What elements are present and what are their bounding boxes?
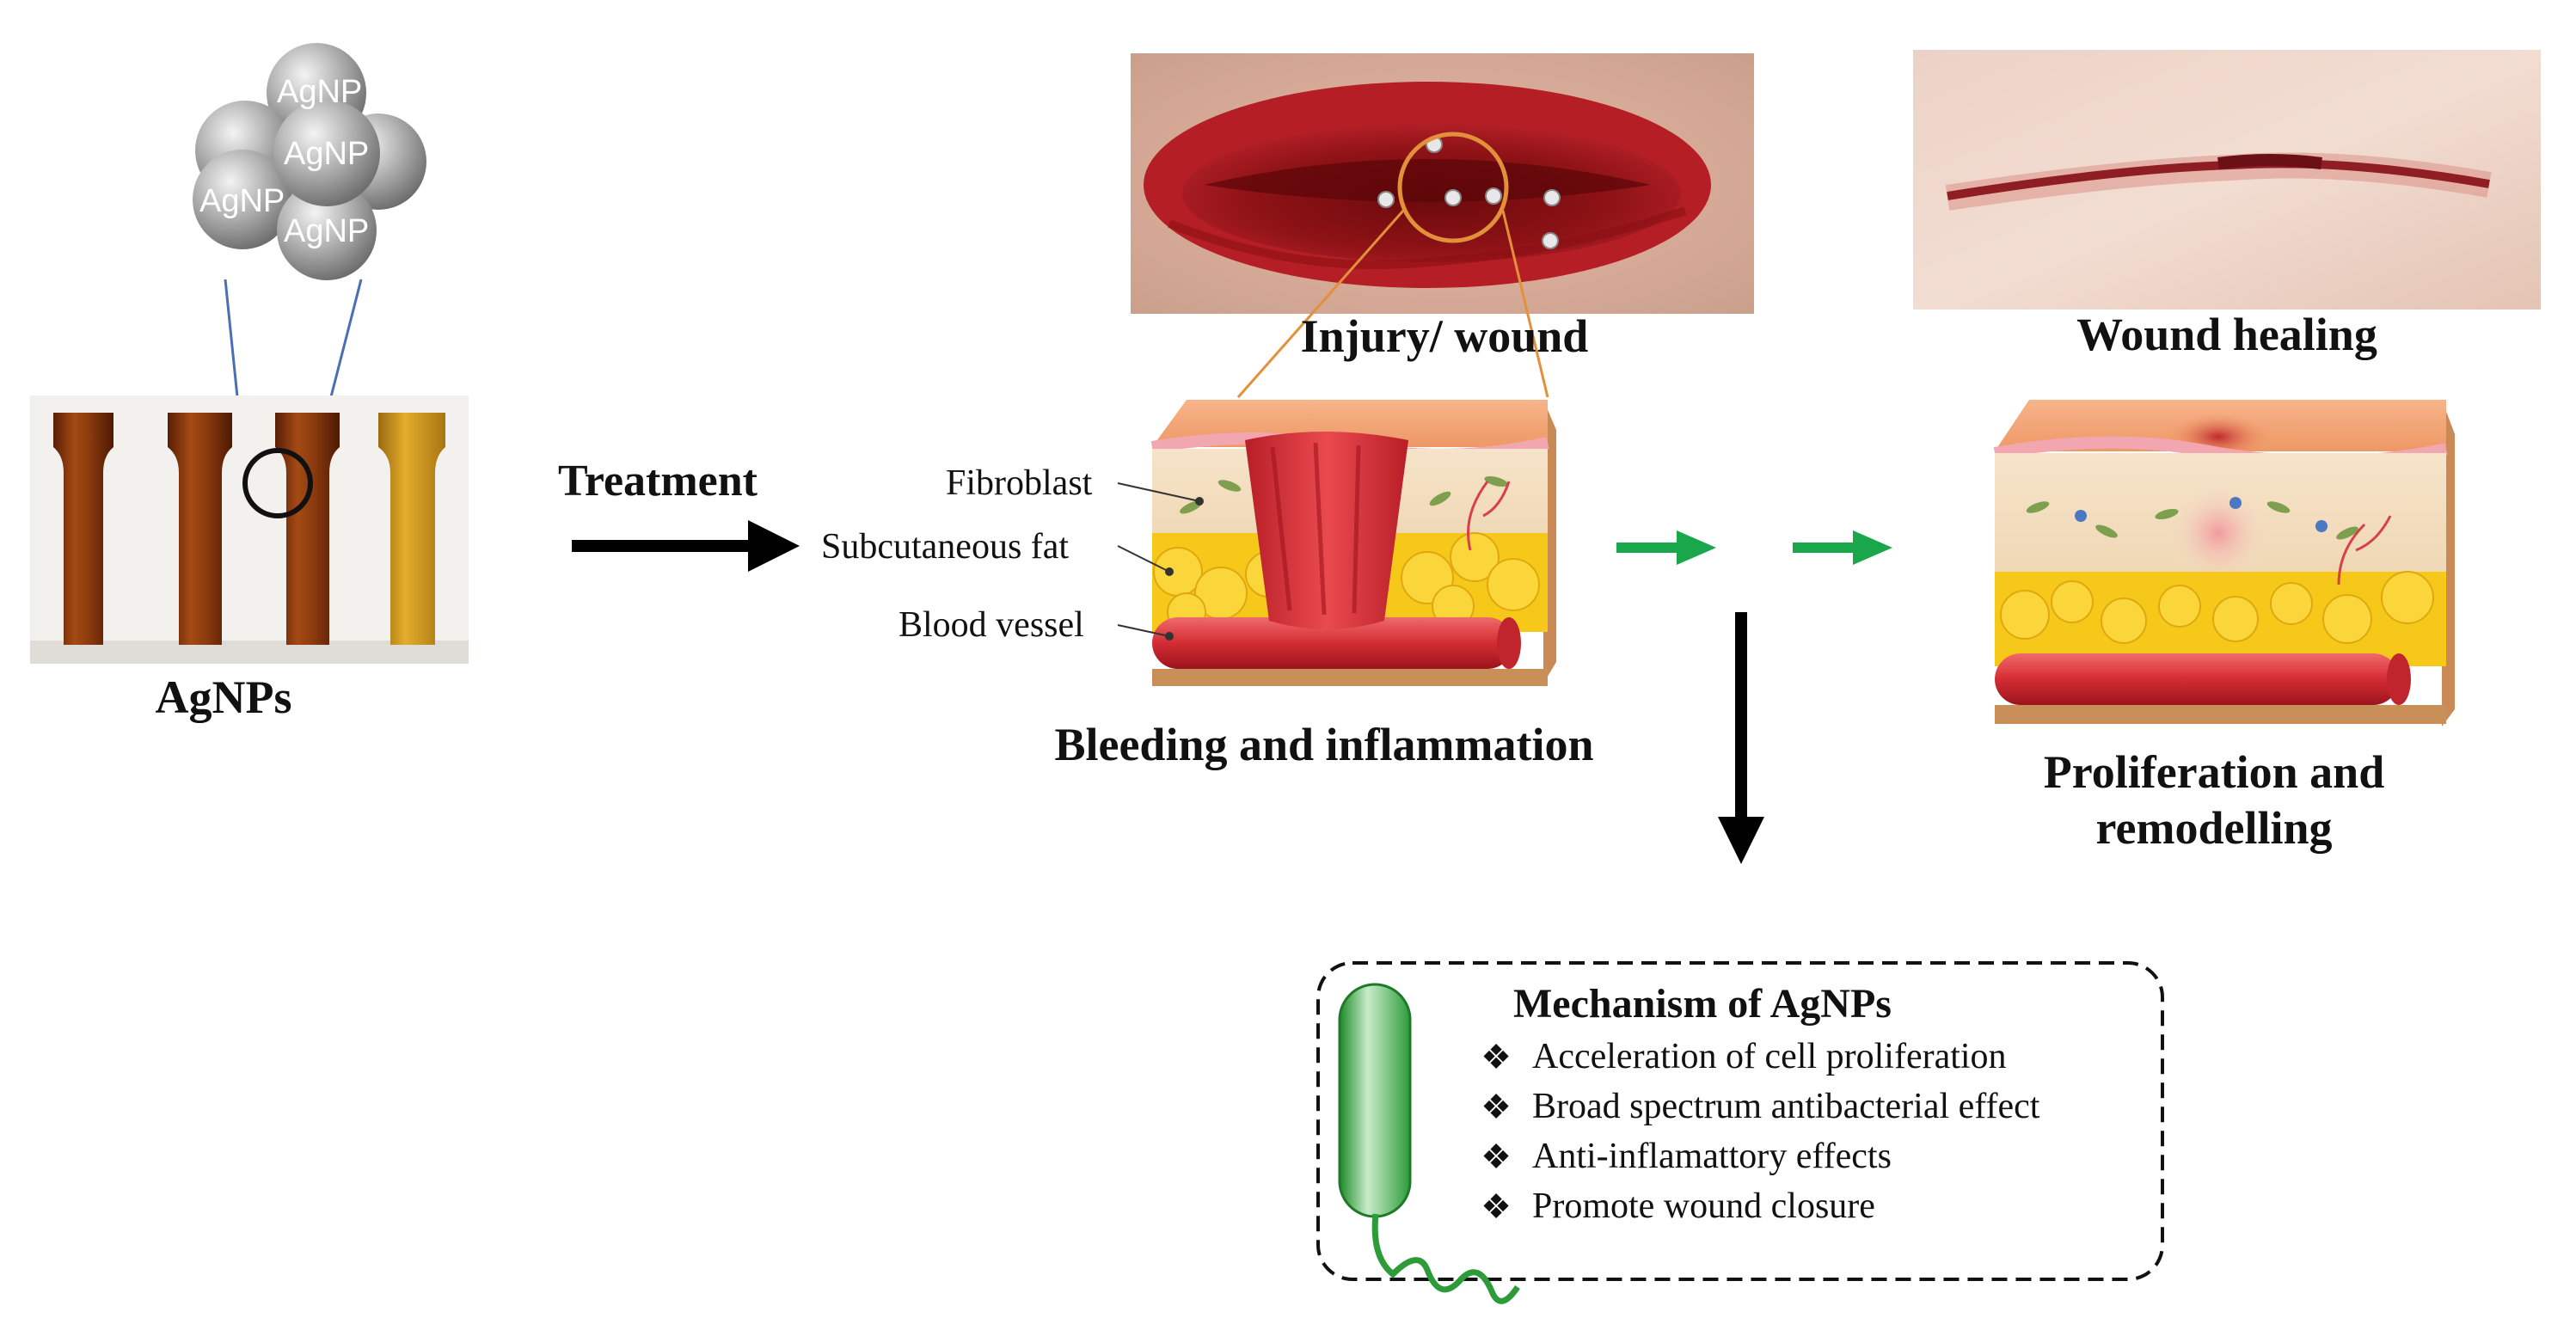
bullet-icon: ❖ — [1481, 1037, 1512, 1076]
mechanism-item: ❖ Promote wound closure — [1479, 1181, 2039, 1231]
vials-caption: AgNPs — [155, 671, 292, 723]
zoom-circle — [242, 448, 313, 518]
bullet-icon: ❖ — [1481, 1087, 1512, 1126]
bacteria-flagellum-icon — [1371, 1213, 1520, 1304]
agnp-sphere — [193, 150, 292, 249]
label-subcutaneous-fat: Subcutaneous fat — [821, 527, 1070, 567]
agnp-sphere — [277, 181, 377, 280]
mechanism-item-text: Anti-inflamattory effects — [1532, 1137, 1892, 1176]
mechanism-item: ❖ Anti-inflamattory effects — [1479, 1131, 2039, 1181]
proliferation-caption-line1: Proliferation and — [2043, 746, 2385, 798]
agnp-sphere-label: AgNP — [284, 213, 370, 249]
agnp-sphere-label: AgNP — [284, 136, 370, 172]
vial — [53, 413, 113, 645]
agnp-dots — [1377, 136, 1561, 249]
bullet-icon: ❖ — [1481, 1137, 1512, 1176]
mechanism-item-text: Broad spectrum antibacterial effect — [1532, 1087, 2040, 1126]
vial — [378, 413, 445, 645]
agnp-sphere-label: AgNP — [199, 183, 285, 219]
mechanism-item: ❖ Broad spectrum antibacterial effect — [1479, 1082, 2039, 1131]
mechanism-item-text: Acceleration of cell proliferation — [1532, 1037, 2007, 1076]
healing-caption: Wound healing — [2076, 309, 2377, 360]
injury-caption: Injury/ wound — [1300, 310, 1589, 362]
nanoparticle-cluster — [193, 43, 426, 280]
agnp-sphere — [273, 100, 380, 206]
agnp-sphere-label: AgNP — [277, 74, 363, 110]
mechanism-list: ❖ Acceleration of cell proliferation ❖ B… — [1479, 1032, 2039, 1231]
bleeding-caption: Bleeding and inflammation — [1054, 719, 1594, 770]
bacteria-icon — [1338, 983, 1412, 1218]
label-blood-vessel: Blood vessel — [899, 605, 1084, 645]
bullet-icon: ❖ — [1481, 1186, 1512, 1226]
mechanism-item: ❖ Acceleration of cell proliferation — [1479, 1032, 2039, 1082]
mechanism-title: Mechanism of AgNPs — [1513, 981, 1892, 1027]
vial-row — [53, 413, 445, 645]
treatment-label: Treatment — [558, 457, 757, 506]
vial — [168, 413, 232, 645]
label-fibroblast: Fibroblast — [946, 463, 1093, 503]
proliferation-caption-line2: remodelling — [2095, 802, 2333, 854]
wound-zoom-ring — [1397, 132, 1509, 243]
mechanism-item-text: Promote wound closure — [1532, 1186, 1875, 1226]
vial — [275, 413, 340, 645]
